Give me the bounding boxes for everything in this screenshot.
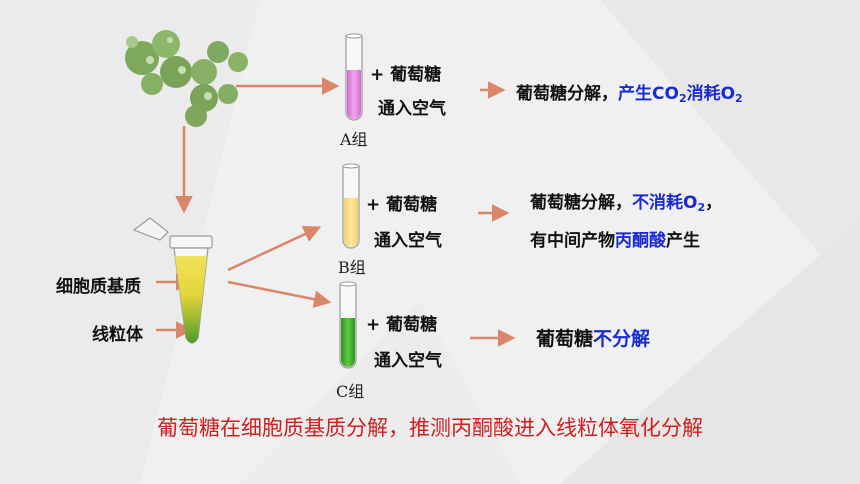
result-c-no-decompose: 不分解 [593, 328, 651, 350]
group-b-aeration: 通入空气 [374, 231, 442, 251]
result-a: 葡萄糖分解，产生CO2消耗O2 [516, 79, 743, 105]
test-tube-c [339, 281, 357, 369]
arrow-tube-to-b [227, 225, 322, 272]
group-c-label: C组 [336, 382, 365, 401]
group-b-label: B组 [338, 258, 366, 277]
result-b-line1: 葡萄糖分解，不消耗O2， [530, 193, 723, 214]
result-b-pyruvate: 丙酮酸 [615, 231, 666, 251]
group-a-aeration: 通入空气 [378, 99, 446, 119]
group-a-label: A组 [340, 130, 368, 149]
result-c: 葡萄糖不分解 [536, 328, 651, 350]
group-b-add-glucose: + 葡萄糖 [366, 195, 438, 215]
group-a-add-glucose: + 葡萄糖 [370, 65, 442, 85]
result-a-text: 葡萄糖分解， [516, 84, 618, 104]
group-c-aeration: 通入空气 [374, 351, 442, 371]
yeast-cluster-icon [125, 30, 248, 127]
test-tube-a [345, 33, 363, 121]
arrow-tube-to-c [227, 280, 332, 308]
result-b-line2: 有中间产物丙酮酸产生 [530, 231, 700, 251]
label-mitochondria: 线粒体 [92, 325, 143, 345]
result-a-co2: 产生CO2消耗O2 [618, 84, 743, 105]
conclusion-caption: 葡萄糖在细胞质基质分解，推测丙酮酸进入线粒体氧化分解 [157, 416, 703, 440]
result-b-o2: 不消耗O2 [632, 193, 706, 214]
group-c-add-glucose: + 葡萄糖 [366, 315, 438, 335]
centrifuge-tube-icon [132, 217, 213, 344]
label-cytoplasm: 细胞质基质 [56, 277, 141, 297]
test-tube-b [342, 163, 360, 249]
